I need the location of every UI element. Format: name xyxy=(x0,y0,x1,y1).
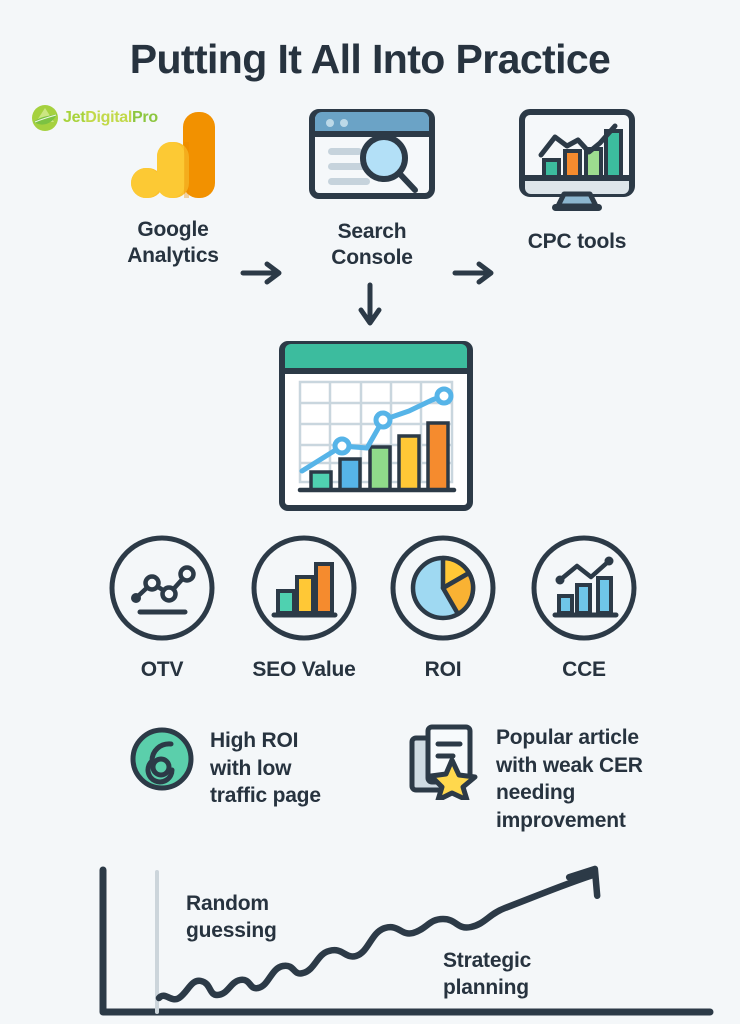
tool-label-line1: Search xyxy=(337,220,407,243)
tool-label-search-console: Search Console xyxy=(288,219,456,270)
jetdigitalpro-logo[interactable]: JetDigitalPro xyxy=(30,103,158,133)
metric-seo-value[interactable]: SEO Value xyxy=(234,533,374,682)
feature-line-4: improvement xyxy=(496,809,626,833)
tool-cpc-tools[interactable]: CPC tools xyxy=(492,108,662,255)
arrow-down-to-report-icon xyxy=(354,282,386,333)
arrow-right-ga-to-sc-icon xyxy=(240,260,284,291)
tool-search-console[interactable]: Search Console xyxy=(288,108,456,270)
documents-star-icon xyxy=(408,722,482,805)
growth-label-line1: Strategic xyxy=(443,949,532,972)
google-analytics-icon xyxy=(88,108,258,207)
feature-line-2: with low xyxy=(210,756,292,780)
metric-label-roi: ROI xyxy=(424,658,462,681)
metric-label-cce: CCE xyxy=(562,658,606,681)
tool-label-line1: Google xyxy=(137,218,209,241)
line-chart-circle-icon xyxy=(107,535,217,647)
metric-cce[interactable]: CCE xyxy=(514,533,654,682)
search-console-icon xyxy=(288,108,456,209)
metric-label-seo-value: SEO Value xyxy=(252,658,356,681)
feature-text-popular-article: Popular article with weak CER needing im… xyxy=(496,722,643,835)
page-title: Putting It All Into Practice xyxy=(129,36,611,82)
tools-flow-row: Google Analytics xyxy=(0,108,740,288)
feature-text-high-roi: High ROI with low traffic page xyxy=(210,725,321,810)
metric-otv[interactable]: OTV xyxy=(92,533,232,682)
logo-text-jet: Jet xyxy=(63,109,86,126)
growth-label-strategic-planning: Strategic planning xyxy=(443,948,531,1002)
feature-high-roi[interactable]: High ROI with low traffic page xyxy=(128,725,321,810)
bar-line-chart-circle-icon xyxy=(529,535,639,647)
tool-label-google-analytics: Google Analytics xyxy=(88,217,258,268)
feature-line-3: needing xyxy=(496,781,576,805)
logo-text-digital: Digital xyxy=(85,109,133,126)
growth-label-random-guessing: Random guessing xyxy=(186,891,277,945)
logo-text-pro: Pro xyxy=(132,109,158,126)
metric-roi[interactable]: ROI xyxy=(373,533,513,682)
feature-line-1: High ROI xyxy=(210,729,299,752)
growth-label-line1: Random xyxy=(186,892,269,915)
growth-label-line2: planning xyxy=(443,975,529,999)
feature-line-3: traffic page xyxy=(210,784,321,808)
central-report-chart xyxy=(278,340,474,517)
growth-label-line2: guessing xyxy=(186,918,277,942)
tool-label-line2: Analytics xyxy=(127,243,219,267)
metrics-row: OTV SEO Value xyxy=(0,533,740,688)
feature-popular-article[interactable]: Popular article with weak CER needing im… xyxy=(408,722,643,835)
feature-line-1: Popular article xyxy=(496,726,639,749)
leaf-circle-icon xyxy=(30,103,60,133)
teal-spiral-circle-icon xyxy=(128,725,196,798)
tool-label-cpc-tools: CPC tools xyxy=(492,229,662,255)
tool-label-line2: Console xyxy=(331,245,413,269)
logo-text: JetDigitalPro xyxy=(63,109,158,127)
bar-chart-circle-icon xyxy=(249,535,359,647)
feature-line-2: with weak CER xyxy=(496,753,643,777)
pie-chart-circle-icon xyxy=(388,535,498,647)
metric-label-otv: OTV xyxy=(140,658,184,681)
growth-trend-chart xyxy=(85,862,725,1024)
arrow-right-sc-to-cpc-icon xyxy=(452,260,496,291)
tool-label-line1: CPC tools xyxy=(527,230,627,253)
cpc-tools-monitor-icon xyxy=(492,108,662,219)
tool-google-analytics[interactable]: Google Analytics xyxy=(88,108,258,268)
